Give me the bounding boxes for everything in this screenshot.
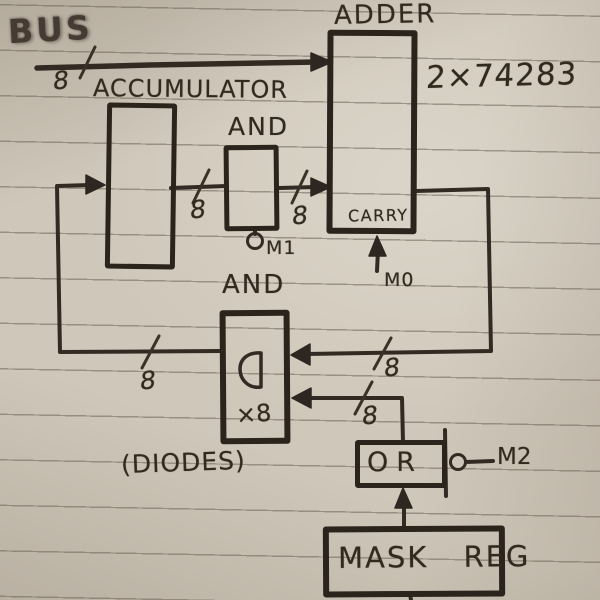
accumulator-block (104, 102, 178, 270)
wire-and1-to-adder (277, 185, 318, 190)
m2-control-wire (464, 459, 495, 464)
or-block (355, 440, 447, 488)
adder-label: ADDER (333, 0, 437, 31)
adder-and2-width-slash (372, 336, 393, 371)
wire-acc-to-and1 (169, 184, 228, 190)
wire-or-to-and2 (305, 396, 405, 445)
carry-port-label: CARRY (347, 205, 409, 226)
feedback-width-label: 8 (138, 365, 158, 396)
bus-width-slash (78, 45, 97, 80)
diodes-note: (DIODES) (120, 445, 247, 480)
and1-adder-arrowhead-icon (310, 177, 332, 197)
or-and2-arrowhead-icon (291, 387, 312, 409)
m2-label: M2 (497, 444, 532, 470)
wire-and2-to-accumulator (55, 183, 223, 354)
m1-bubble-icon (246, 232, 264, 250)
feedback-arrowhead-icon (85, 174, 106, 195)
adder-chip-label: 2×74283 (425, 55, 579, 97)
adder-and2-width-label: 8 (382, 352, 402, 383)
adder-block (326, 29, 418, 235)
mask-reg-label: MASK REG (337, 539, 531, 575)
and1-adder-width-label: 8 (290, 200, 310, 231)
or-and2-width-slash (353, 380, 374, 416)
mask-or-arrowhead-icon (394, 487, 413, 509)
bus-arrowhead-icon (310, 52, 333, 72)
adder-and2-arrowhead-icon (290, 343, 311, 366)
and2-label: AND (222, 270, 286, 300)
bus-label: BUS (7, 7, 94, 52)
bus-width-label: 8 (51, 65, 71, 96)
accumulator-label: ACCUMULATOR (92, 74, 289, 104)
m0-label: M0 (384, 269, 415, 291)
or-label: OR (367, 447, 424, 478)
and1-label: AND (228, 112, 290, 141)
acc-and1-width-slash (191, 168, 211, 205)
wire-adder-to-and2 (304, 187, 493, 356)
bus-wire (34, 59, 320, 71)
acc-and1-width-label: 8 (188, 194, 208, 225)
and1-block (223, 144, 280, 232)
or-and2-width-label: 8 (360, 400, 380, 431)
m1-label: M1 (266, 237, 297, 259)
and2-multiplier-label: ×8 (235, 398, 273, 430)
m2-bubble-icon (449, 453, 467, 471)
feedback-width-slash (140, 334, 161, 370)
mask-reg-bottom-stub (408, 592, 413, 600)
m0-arrowhead-icon (368, 235, 387, 257)
and1-adder-width-slash (290, 169, 309, 205)
diode-icon (238, 351, 263, 389)
